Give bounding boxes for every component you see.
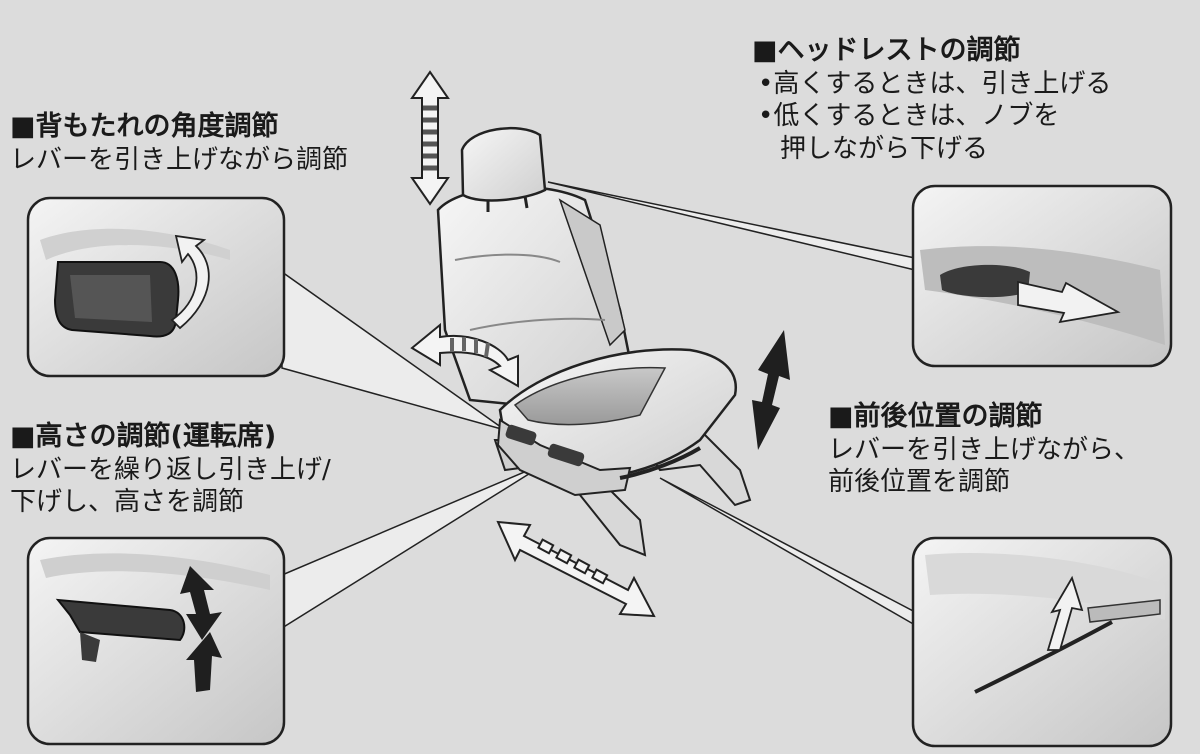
- slide-arrow-icon: [496, 520, 656, 618]
- inset-slide: [911, 536, 1173, 748]
- backrest-title: ■背もたれの角度調節: [10, 111, 279, 142]
- slide-bar: [619, 446, 702, 480]
- headrest-label: ■ヘッドレストの調節 •高くするときは、引き上げる •低くするときは、ノブを 押…: [752, 34, 1111, 165]
- height-title: ■高さの調節(運転席): [10, 421, 277, 452]
- inset-backrest: [26, 196, 286, 378]
- headrest-line-1: •高くするときは、引き上げる: [758, 68, 1112, 99]
- recline-lever: [505, 424, 537, 446]
- height-label: ■高さの調節(運転席) レバーを繰り返し引き上げ/ 下げし、高さを調節: [10, 420, 331, 519]
- slide-line-1: レバーを引き上げながら、: [828, 434, 1141, 465]
- recline-arrow-icon: [410, 322, 519, 388]
- inset-headrest: [911, 184, 1173, 368]
- headrest-line-2: •低くするときは、ノブを: [758, 101, 1060, 132]
- headrest-title: ■ヘッドレストの調節: [752, 35, 1021, 66]
- backrest-label: ■背もたれの角度調節 レバーを引き上げながら調節: [10, 110, 348, 176]
- height-line-1: レバーを繰り返し引き上げ/: [10, 454, 331, 485]
- headrest-updown-arrow-icon: [410, 70, 450, 206]
- slide-label: ■前後位置の調節 レバーを引き上げながら、 前後位置を調節: [828, 400, 1140, 499]
- inset-height: [26, 536, 286, 746]
- height-updown-arrow-icon: [752, 330, 790, 450]
- height-line-2: 下げし、高さを調節: [10, 487, 245, 518]
- backrest-line-1: レバーを引き上げながら調節: [10, 144, 349, 175]
- leader-slide: [659, 477, 916, 627]
- headrest-line-3: 押しながら下げる: [780, 133, 989, 164]
- slide-title: ■前後位置の調節: [828, 401, 1043, 432]
- height-lever: [547, 443, 585, 467]
- slide-line-2: 前後位置を調節: [828, 467, 1011, 498]
